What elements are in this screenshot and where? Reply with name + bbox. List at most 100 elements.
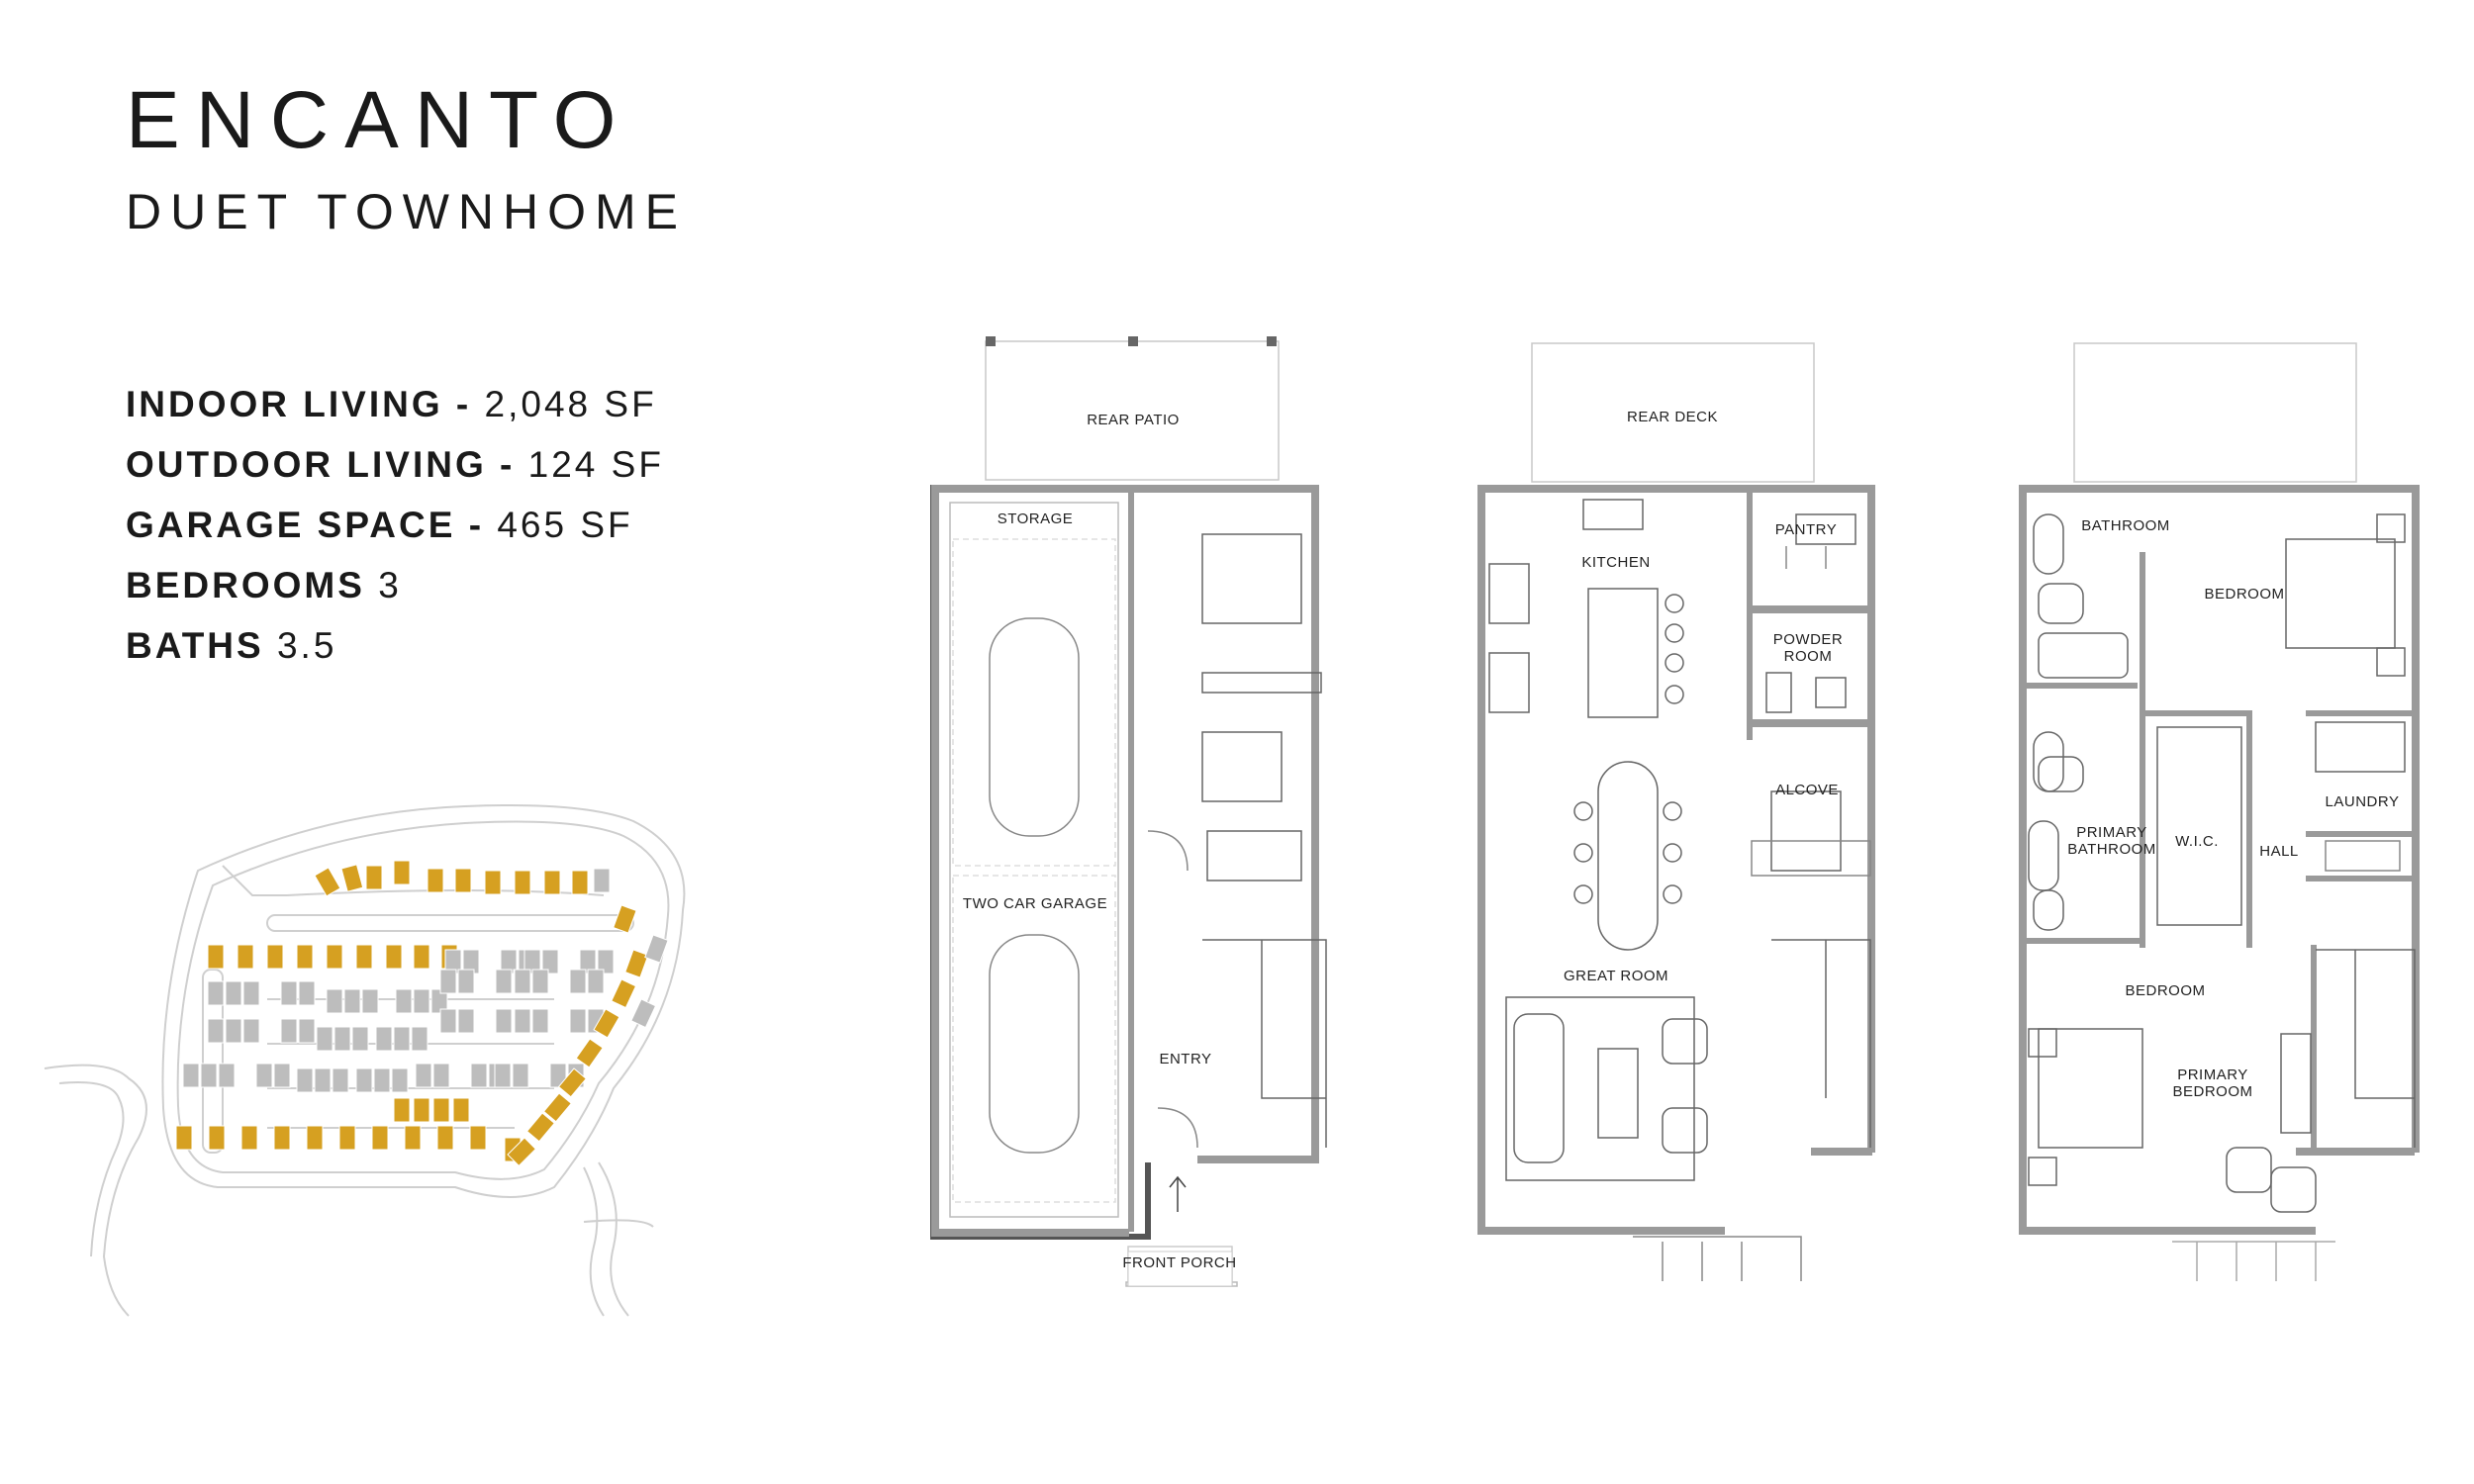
site-unit	[531, 969, 549, 994]
site-unit	[569, 969, 587, 994]
label-great-room: GREAT ROOM	[1564, 968, 1668, 984]
first-floor-plan	[930, 336, 1327, 1287]
site-unit	[427, 868, 444, 893]
label-laundry: LAUNDRY	[2326, 793, 2400, 810]
label-storage: STORAGE	[998, 510, 1074, 527]
site-unit	[525, 1112, 555, 1143]
site-unit	[242, 1018, 260, 1044]
site-unit	[549, 1063, 567, 1088]
site-unit	[225, 1018, 242, 1044]
label-primary-bathroom-1: PRIMARY	[2076, 824, 2147, 841]
site-unit	[385, 944, 403, 970]
site-unit	[597, 949, 615, 974]
site-unit	[436, 1125, 454, 1151]
site-unit	[593, 1008, 620, 1039]
stat-value: 3	[378, 565, 402, 605]
label-bathroom: BATHROOM	[2081, 517, 2170, 534]
stat-value: 3.5	[276, 625, 337, 666]
label-kitchen: KITCHEN	[1581, 554, 1650, 571]
site-unit	[452, 1097, 470, 1123]
stat-value: 465 SF	[497, 505, 633, 545]
site-unit	[611, 978, 637, 1009]
site-unit	[507, 1137, 537, 1166]
site-unit	[413, 988, 430, 1014]
site-unit	[371, 1125, 389, 1151]
site-unit	[613, 904, 637, 934]
site-unit	[208, 1125, 226, 1151]
room-labels: REAR PATIO STORAGE TWO CAR GARAGE ENTRY …	[963, 409, 2400, 1271]
site-unit	[514, 870, 531, 895]
site-unit	[326, 988, 343, 1014]
site-unit	[237, 944, 254, 970]
stat-separator: -	[486, 444, 528, 485]
site-plan	[44, 804, 686, 1317]
site-unit	[393, 1097, 411, 1123]
site-unit	[391, 1067, 409, 1093]
page-subtitle: DUET TOWNHOME	[126, 184, 688, 239]
site-unit	[484, 870, 502, 895]
label-pantry: PANTRY	[1775, 521, 1837, 538]
site-unit	[514, 1008, 531, 1034]
site-unit	[298, 1018, 316, 1044]
label-wic: W.I.C.	[2175, 833, 2219, 850]
site-unit	[266, 944, 284, 970]
label-rear-deck: REAR DECK	[1627, 409, 1718, 425]
site-plan-units	[175, 860, 669, 1166]
label-powder: POWDER	[1773, 631, 1844, 648]
site-unit	[338, 1125, 356, 1151]
site-unit	[326, 944, 343, 970]
site-unit	[514, 969, 531, 994]
site-unit	[240, 1125, 258, 1151]
site-unit	[587, 969, 605, 994]
site-unit	[439, 1008, 457, 1034]
stat-baths: BATHS 3.5	[126, 615, 664, 676]
site-unit	[541, 949, 559, 974]
label-bedroom-lower: BEDROOM	[2125, 982, 2205, 999]
site-unit	[430, 988, 448, 1014]
site-unit	[365, 865, 383, 890]
label-bedroom-upper: BEDROOM	[2204, 586, 2284, 603]
stat-garage-space: GARAGE SPACE - 465 SF	[126, 495, 664, 555]
site-unit	[404, 1125, 422, 1151]
site-unit	[494, 1063, 512, 1088]
site-unit	[543, 870, 561, 895]
site-unit	[316, 1026, 333, 1052]
stat-value: 2,048 SF	[484, 384, 657, 424]
site-unit	[395, 988, 413, 1014]
site-unit	[512, 1063, 529, 1088]
front-porch-box	[1127, 1251, 1233, 1287]
site-unit	[351, 1026, 369, 1052]
stat-separator: -	[442, 384, 485, 424]
label-alcove: ALCOVE	[1775, 782, 1839, 798]
stat-outdoor-living: OUTDOOR LIVING - 124 SF	[126, 434, 664, 495]
site-unit	[207, 944, 225, 970]
label-rear-patio: REAR PATIO	[1087, 412, 1180, 428]
site-unit	[255, 1063, 273, 1088]
site-unit	[207, 1018, 225, 1044]
site-unit	[343, 988, 361, 1014]
site-unit	[361, 988, 379, 1014]
stat-label: BEDROOMS	[126, 565, 365, 605]
site-unit	[280, 980, 298, 1006]
label-primary-bedroom-2: BEDROOM	[2172, 1083, 2252, 1100]
site-unit	[296, 1067, 314, 1093]
site-unit	[314, 867, 341, 897]
site-unit	[575, 1038, 604, 1068]
site-unit	[557, 1067, 587, 1098]
site-unit	[273, 1125, 291, 1151]
site-unit	[175, 1125, 193, 1151]
label-hall: HALL	[2259, 843, 2299, 860]
label-front-porch: FRONT PORCH	[1122, 1254, 1236, 1271]
stat-indoor-living: INDOOR LIVING - 2,048 SF	[126, 374, 664, 434]
stat-bedrooms: BEDROOMS 3	[126, 555, 664, 615]
label-primary-bedroom-1: PRIMARY	[2177, 1067, 2248, 1083]
label-room: ROOM	[1784, 648, 1833, 665]
site-unit	[415, 1063, 432, 1088]
site-unit	[332, 1067, 349, 1093]
label-entry: ENTRY	[1159, 1051, 1211, 1067]
stat-value: 124 SF	[527, 444, 664, 485]
site-unit	[495, 969, 513, 994]
site-unit	[306, 1125, 324, 1151]
site-unit	[333, 1026, 351, 1052]
site-unit	[296, 944, 314, 970]
